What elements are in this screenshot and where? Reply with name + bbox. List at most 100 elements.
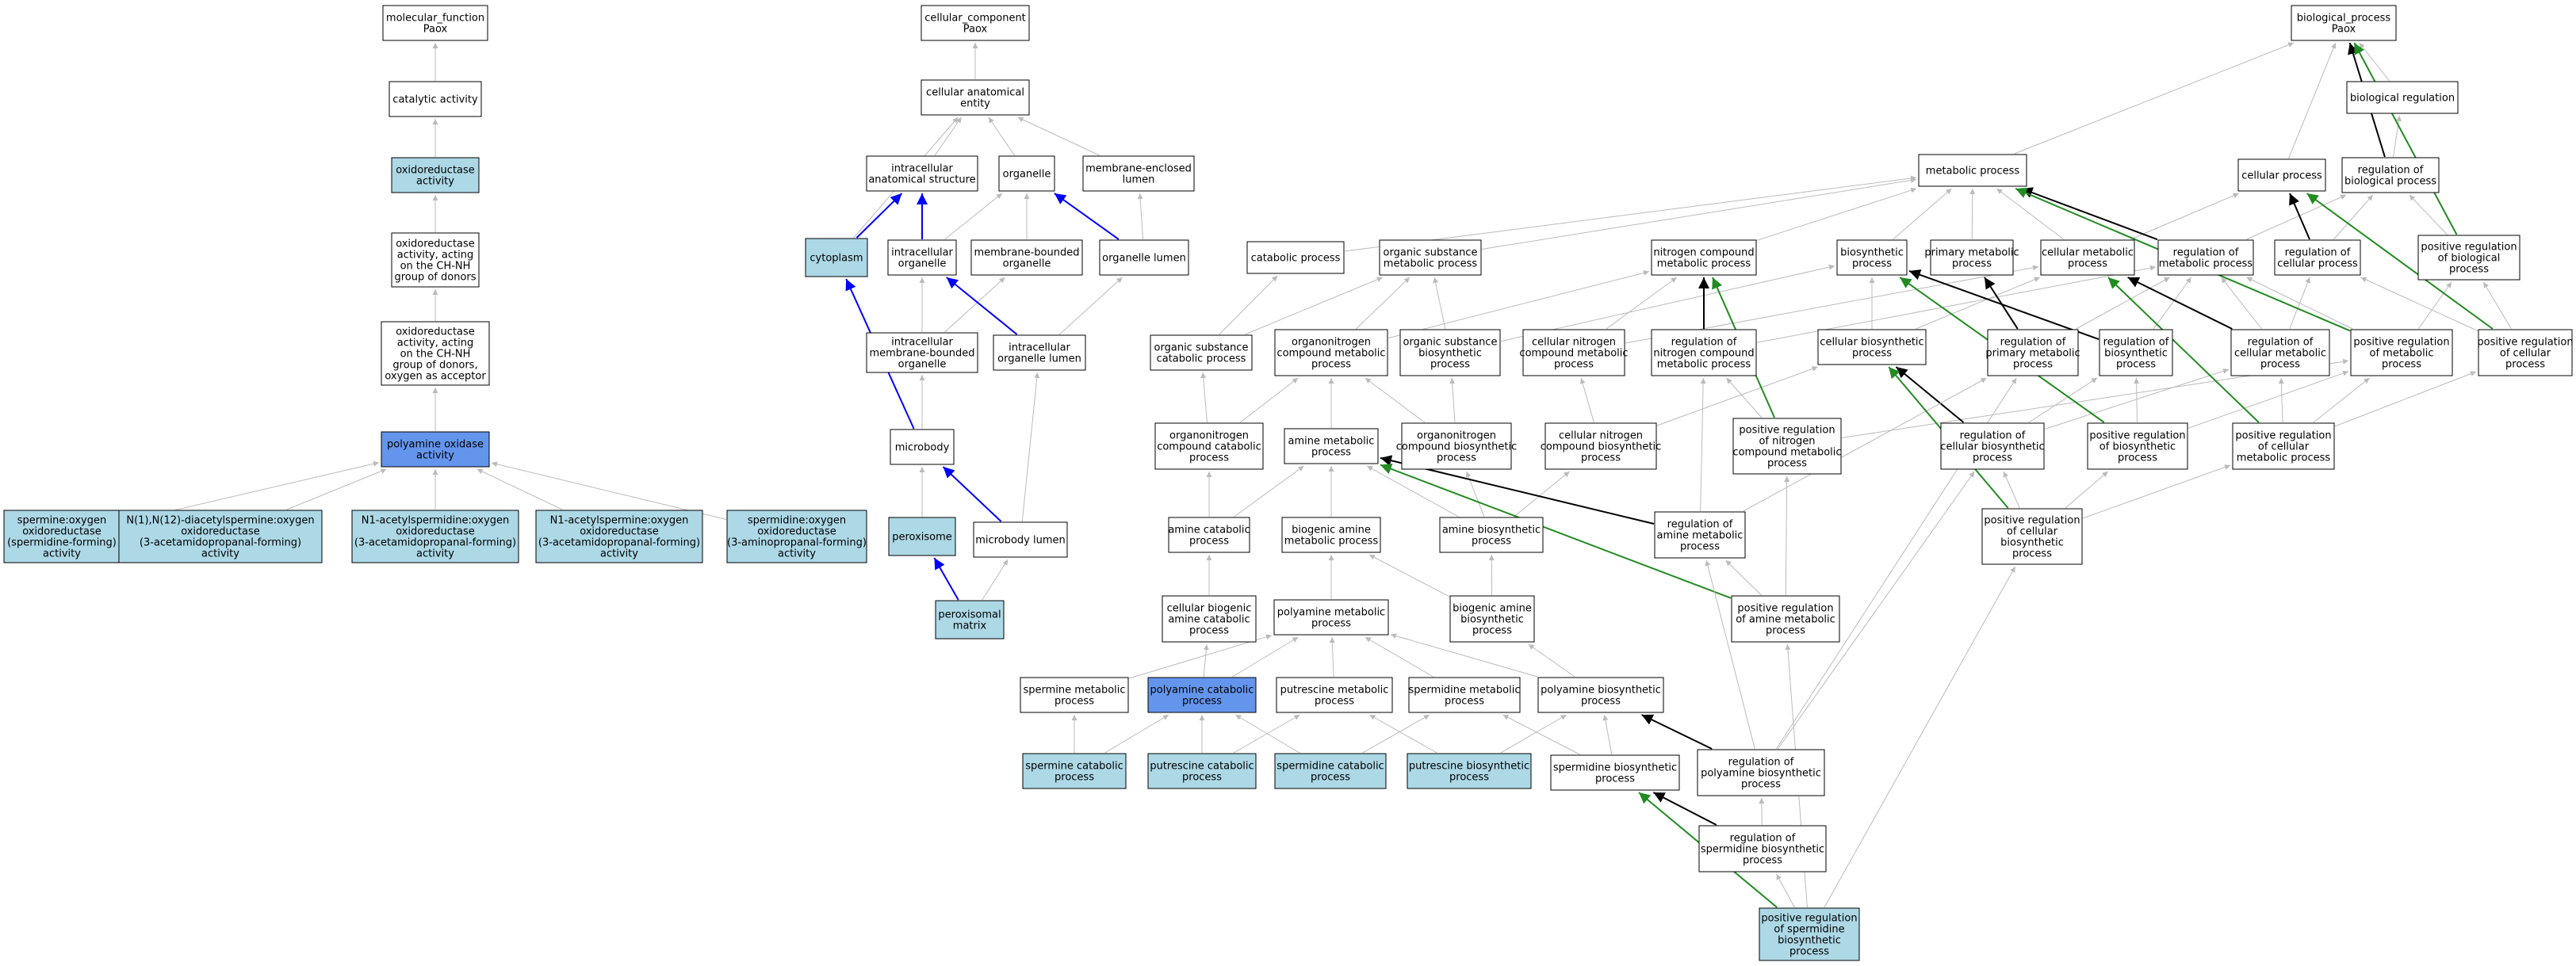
term-label-line: cellular biogenic	[1167, 603, 1252, 615]
term-node-spermidine-oxygen[interactable]: spermidine:oxygenoxidoreductase(3-aminop…	[726, 510, 867, 563]
term-label-line: process	[1743, 855, 1782, 867]
term-label-line: process	[1311, 359, 1351, 371]
term-label-line: regulation of	[2285, 247, 2351, 259]
term-node-n1-acetylspermidine[interactable]: N1-acetylspermidine:oxygenoxidoreductase…	[351, 510, 519, 563]
edge-is-a	[1329, 636, 1335, 678]
term-label-line: positive regulation	[1984, 515, 2080, 527]
term-label-line: positive regulation	[2353, 337, 2449, 349]
term-node-bio-reg[interactable]: biological regulation	[2346, 81, 2459, 114]
term-label-line: activity	[416, 450, 454, 462]
term-box	[1651, 329, 1757, 376]
term-node-peroxisome[interactable]: peroxisome	[888, 517, 956, 556]
term-label-line: spermidine biosynthetic	[1553, 762, 1677, 774]
term-node-organelle-lumen[interactable]: organelle lumen	[1099, 239, 1189, 276]
term-node-metabolic[interactable]: metabolic process	[1918, 154, 2027, 187]
term-node-microbody[interactable]: microbody	[890, 429, 955, 465]
term-label-line: polyamine metabolic	[1277, 607, 1385, 619]
edge-positively-regulates	[2306, 193, 2494, 330]
term-node-microbody-lumen[interactable]: microbody lumen	[973, 521, 1068, 558]
term-node-cellular-process[interactable]: cellular process	[2237, 158, 2326, 192]
term-node-n1-acetylspermine[interactable]: N1-acetylspermine:oxygenoxidoreductase(3…	[535, 510, 703, 563]
term-label-line: amine catabolic	[1168, 614, 1250, 626]
term-label-line: on the CH-NH	[400, 349, 471, 361]
term-node-catabolic[interactable]: catabolic process	[1246, 241, 1345, 274]
term-label-line: compound metabolic	[1732, 447, 1841, 459]
edge-regulates	[1908, 269, 2099, 341]
term-label-line: organelle lumen	[997, 353, 1081, 365]
term-node-organelle[interactable]: organelle	[998, 155, 1055, 192]
term-node-cytoplasm[interactable]: cytoplasm	[805, 238, 868, 277]
term-label-line: biosynthetic	[1460, 614, 1524, 626]
term-node-spermine-oxygen[interactable]: spermine:oxygenoxidoreductase(spermidine…	[3, 510, 121, 563]
term-node-n1n12[interactable]: N(1),N(12)-diacetylspermine:oxygenoxidor…	[118, 510, 323, 563]
term-box	[1246, 241, 1345, 274]
term-node-catalytic[interactable]: catalytic activity	[389, 81, 482, 117]
